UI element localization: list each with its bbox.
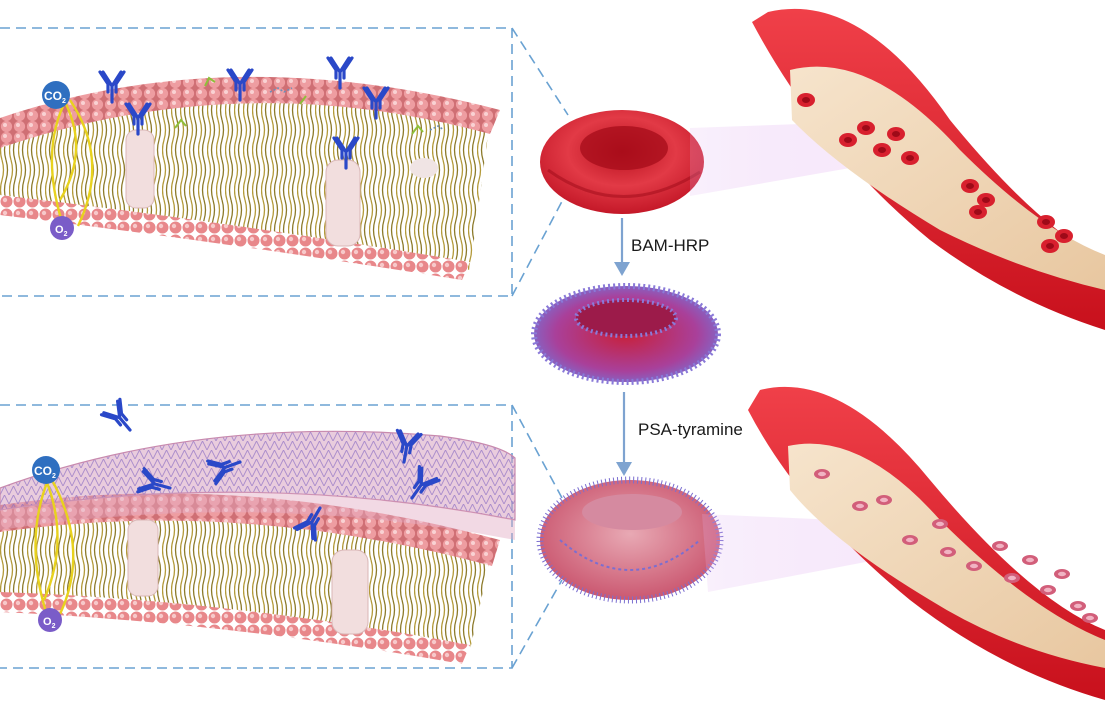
channel-protein	[125, 129, 155, 209]
process-arrow-1	[614, 218, 630, 276]
svg-text:O2: O2	[43, 616, 56, 630]
svg-text:CO2: CO2	[44, 89, 66, 105]
channel-protein	[410, 158, 438, 178]
bilayer-top-heads-bottom	[0, 493, 500, 566]
step-label-psa-tyramine: PSA-tyramine	[638, 420, 743, 439]
coated-cell-in-vessel	[902, 535, 918, 545]
red-blood-cell-psa-coated	[536, 476, 724, 604]
rbc-in-vessel	[961, 179, 979, 193]
blood-vessel-bottom	[748, 386, 1105, 700]
polymer-coat-layer	[0, 492, 515, 540]
membrane-panel-top: CO2 O2	[0, 27, 569, 297]
coated-cell-in-vessel	[1070, 601, 1086, 611]
rbc-in-vessel	[857, 121, 875, 135]
channel-protein	[331, 549, 369, 635]
rbc-in-vessel	[839, 133, 857, 147]
channel-protein	[325, 159, 361, 247]
coated-cell-in-vessel	[852, 501, 868, 511]
blood-vessel-top	[752, 8, 1105, 330]
red-blood-cell-bam-coated	[531, 283, 721, 385]
o2-badge: O2	[38, 608, 62, 632]
rbc-in-vessel	[797, 93, 815, 107]
guide-dash-top	[0, 27, 569, 297]
svg-text:O2: O2	[55, 224, 68, 238]
red-blood-cell-native	[540, 110, 704, 214]
coated-cell-in-vessel	[1022, 555, 1038, 565]
membrane-panel-bottom: CO2 O2	[0, 397, 563, 669]
rbc-in-vessel	[887, 127, 905, 141]
coated-cell-in-vessel	[1004, 573, 1020, 583]
rbc-in-vessel	[969, 205, 987, 219]
rbc-in-vessel	[901, 151, 919, 165]
coated-cell-in-vessel	[876, 495, 892, 505]
co2-badge: CO2	[42, 81, 70, 109]
co2-badge: CO2	[32, 456, 60, 484]
coated-cell-in-vessel	[966, 561, 982, 571]
bilayer-bottom-heads-bottom	[0, 592, 470, 664]
process-arrow-2	[616, 392, 632, 476]
bilayer-tails-top	[0, 99, 490, 270]
glycan-icon	[174, 76, 424, 135]
rbc-in-vessel	[873, 143, 891, 157]
coated-cell-in-vessel	[932, 519, 948, 529]
step-label-bam-hrp: BAM-HRP	[631, 236, 710, 255]
channel-protein	[127, 519, 159, 597]
bilayer-top-heads-top	[0, 76, 500, 148]
polymer-coat-layer	[0, 430, 516, 521]
coated-cell-in-vessel	[1040, 585, 1056, 595]
coated-cell-in-vessel	[1082, 613, 1098, 623]
coated-cell-in-vessel	[940, 547, 956, 557]
rbc-in-vessel	[977, 193, 995, 207]
bilayer-bottom-heads-top	[0, 195, 470, 280]
guide-dash-bottom	[0, 404, 563, 669]
rbc-in-vessel	[1037, 215, 1055, 229]
coated-cell-in-vessel	[814, 469, 830, 479]
gas-exchange-path	[34, 479, 75, 615]
o2-badge: O2	[50, 216, 74, 240]
vessel-lumen	[790, 66, 1105, 291]
coated-cell-in-vessel	[1054, 569, 1070, 579]
rbc-in-vessel	[1055, 229, 1073, 243]
svg-text:CO2: CO2	[34, 464, 56, 480]
rbc-in-vessel	[1041, 239, 1059, 253]
glycan-icon	[269, 87, 445, 131]
coated-cell-in-vessel	[992, 541, 1008, 551]
gas-exchange-path	[50, 99, 94, 227]
